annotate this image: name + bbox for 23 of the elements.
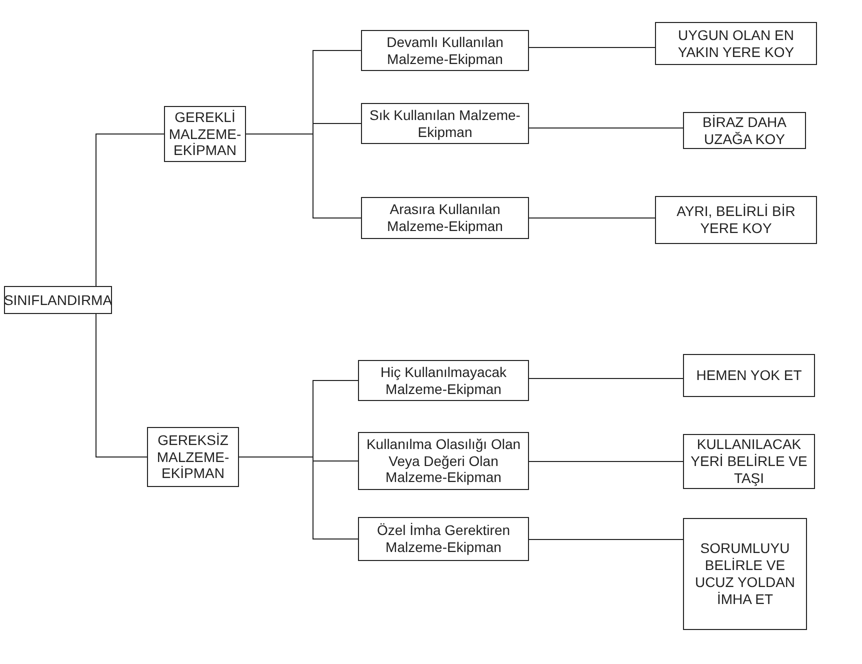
connector-line xyxy=(528,461,684,462)
text-box: HEMEN YOK ET xyxy=(683,354,815,397)
connector-line xyxy=(528,378,684,379)
text-box: SINIFLANDIRMA xyxy=(4,286,112,314)
text-box: KULLANILACAK YERİ BELİRLE VE TAŞI xyxy=(683,434,815,489)
connector-line xyxy=(96,134,164,286)
text-box: BİRAZ DAHA UZAĞA KOY xyxy=(683,112,806,149)
connector-line xyxy=(246,134,362,218)
text-box: GEREKLİ MALZEME-EKİPMAN xyxy=(164,106,246,162)
connector-line xyxy=(528,539,684,540)
text-box: Arasıra Kullanılan Malzeme-Ekipman xyxy=(361,197,529,239)
text-box: AYRI, BELİRLİ BİR YERE KOY xyxy=(655,196,817,244)
text-box: Sık Kullanılan Malzeme-Ekipman xyxy=(361,103,529,144)
connector-line xyxy=(528,47,656,48)
text-box: GEREKSİZ MALZEME-EKİPMAN xyxy=(147,427,239,487)
text-box: Devamlı Kullanılan Malzeme-Ekipman xyxy=(361,30,529,71)
connector-line xyxy=(238,456,358,540)
text-box: UYGUN OLAN EN YAKIN YERE KOY xyxy=(655,22,817,65)
text-box: SORUMLUYU BELİRLE VE UCUZ YOLDAN İMHA ET xyxy=(683,518,807,630)
text-box: Hiç Kullanılmayacak Malzeme-Ekipman xyxy=(358,360,529,401)
text-box: Özel İmha Gerektiren Malzeme-Ekipman xyxy=(358,517,529,561)
connector-line xyxy=(96,314,148,458)
text-box: Kullanılma Olasılığı Olan Veya Değeri Olan Malzeme-Ekipman xyxy=(358,432,529,490)
